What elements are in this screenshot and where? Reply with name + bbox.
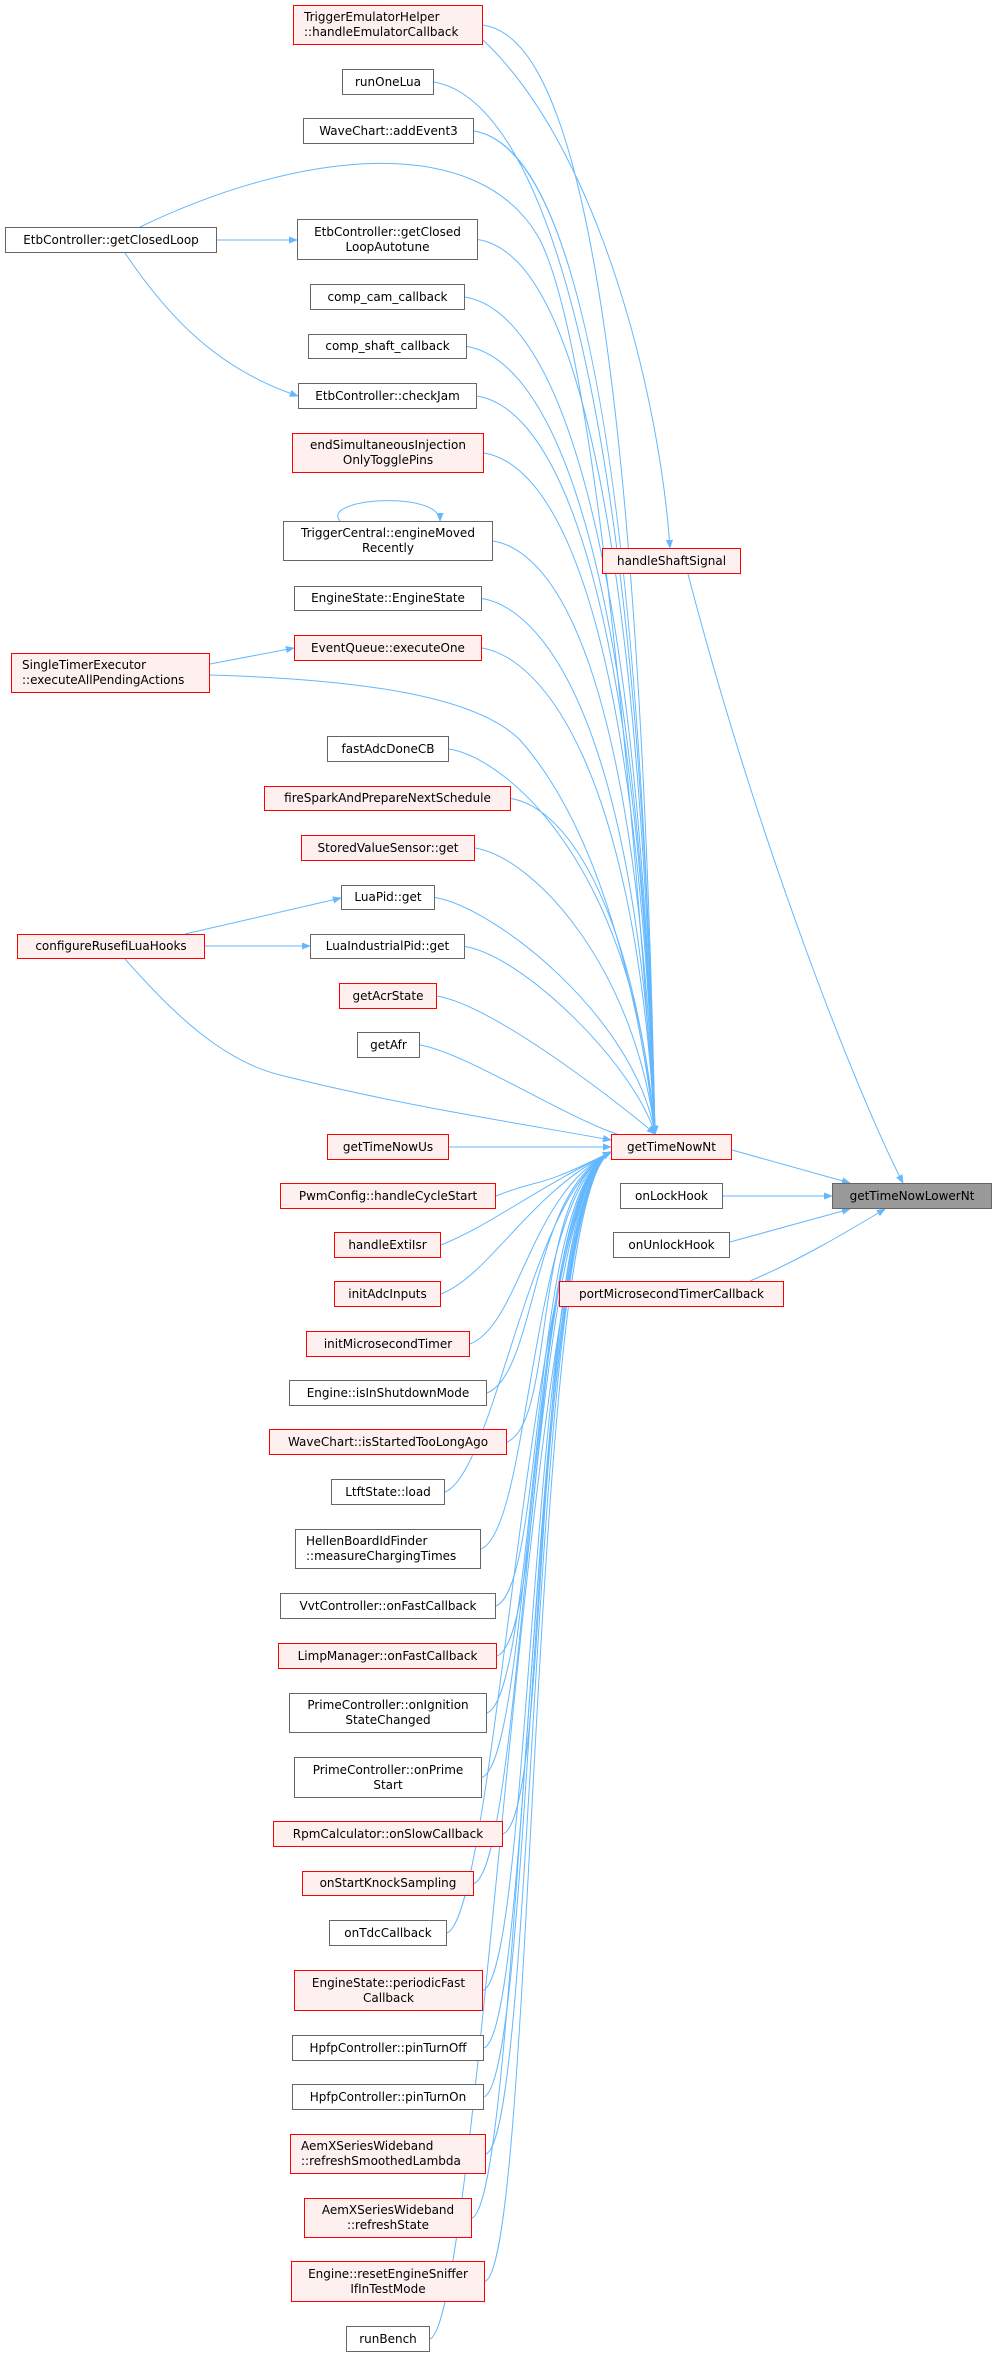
edge-n34-to-n21	[480, 1151, 612, 1550]
graph-node-fastadcdonecb[interactable]: fastAdcDoneCB	[327, 736, 449, 762]
graph-node-pwmconfig-handlecyclestart[interactable]: PwmConfig::handleCycleStart	[280, 1183, 496, 1209]
edge-n46-to-n21	[471, 1151, 612, 2219]
graph-node-etbcontroller-checkjam[interactable]: EtbController::checkJam	[298, 383, 477, 409]
graph-node-onunlockhook[interactable]: onUnlockHook	[613, 1232, 730, 1258]
edge-n2-to-n21	[473, 130, 659, 1135]
edge-n9-to-n9	[337, 500, 444, 522]
graph-node-portmicrosecondtimercallback[interactable]: portMicrosecondTimerCallback	[559, 1281, 784, 1307]
graph-node-primecontroller-onprime-start[interactable]: PrimeController::onPrime Start	[294, 1757, 482, 1798]
edge-n10-to-n21	[481, 598, 659, 1135]
graph-node-firesparkandpreparenextschedule[interactable]: fireSparkAndPrepareNextSchedule	[264, 786, 511, 811]
graph-node-wavechart-isstartedtoolongago[interactable]: WaveChart::isStartedTooLongAgo	[269, 1429, 507, 1455]
graph-node-initmicrosecondtimer[interactable]: initMicrosecondTimer	[306, 1331, 470, 1357]
graph-node-hellenboardidfinder-measurechargingtimes[interactable]: HellenBoardIdFinder ::measureChargingTim…	[295, 1529, 481, 1569]
edge-n3-to-n21	[139, 162, 659, 1135]
graph-node-luaindustrialpid-get[interactable]: LuaIndustrialPid::get	[310, 934, 465, 959]
edge-n6-to-n21	[466, 346, 659, 1135]
edge-n23-to-n21	[495, 1151, 612, 1197]
edge-n31-to-n21	[486, 1151, 612, 1394]
graph-node-limpmanager-onfastcallback[interactable]: LimpManager::onFastCallback	[278, 1643, 497, 1669]
edge-n12-to-n11	[209, 645, 295, 665]
graph-node-vvtcontroller-onfastcallback[interactable]: VvtController::onFastCallback	[280, 1593, 496, 1619]
graph-node-configurerusefiluahooks[interactable]: configureRusefiLuaHooks	[17, 934, 205, 959]
graph-node-handleshaftsignal[interactable]: handleShaftSignal	[602, 548, 741, 574]
edge-n30-to-n21	[469, 1151, 612, 1345]
edge-n17-to-n16	[184, 896, 342, 935]
graph-node-rpmcalculator-onslowcallback[interactable]: RpmCalculator::onSlowCallback	[273, 1821, 503, 1847]
edge-n28-to-n21	[440, 1151, 612, 1295]
edge-n11-to-n21	[481, 647, 659, 1135]
graph-node-triggercentral-enginemoved-recently[interactable]: TriggerCentral::engineMoved Recently	[283, 521, 493, 561]
edge-n21-to-n25	[731, 1149, 851, 1185]
graph-node-hpfpcontroller-pinturnoff[interactable]: HpfpController::pinTurnOff	[292, 2035, 484, 2061]
graph-node-onstartknocksampling[interactable]: onStartKnockSampling	[302, 1871, 474, 1896]
graph-node-comp-shaft-callback[interactable]: comp_shaft_callback	[308, 334, 467, 359]
edge-n1-to-n21	[433, 81, 659, 1135]
graph-node-gettimenownt[interactable]: getTimeNowNt	[611, 1134, 732, 1160]
graph-node-onlockhook[interactable]: onLockHook	[620, 1183, 723, 1209]
graph-node-etbcontroller-getclosed-loopautotune[interactable]: EtbController::getClosed LoopAutotune	[297, 219, 478, 260]
edge-n33-to-n21	[444, 1151, 612, 1493]
edge-n26-to-n21	[440, 1151, 612, 1246]
graph-node-aemxserieswideband-refreshsmoothedlambda[interactable]: AemXSeriesWideband ::refreshSmoothedLamb…	[290, 2134, 486, 2174]
graph-node-ontdccallback[interactable]: onTdcCallback	[329, 1920, 447, 1946]
graph-node-enginestate-enginestate[interactable]: EngineState::EngineState	[294, 586, 482, 611]
graph-node-initadcinputs[interactable]: initAdcInputs	[334, 1281, 441, 1307]
edge-n7-to-n21	[476, 395, 659, 1135]
edge-n49-to-n25	[687, 573, 904, 1184]
graph-node-wavechart-addevent3[interactable]: WaveChart::addEvent3	[303, 118, 474, 144]
graph-node-enginestate-periodicfast-callback[interactable]: EngineState::periodicFast Callback	[294, 1970, 483, 2011]
edge-n38-to-n21	[481, 1151, 612, 1778]
edge-n4-to-n21	[477, 239, 659, 1135]
edge-n36-to-n21	[496, 1151, 612, 1657]
edge-n3-to-n7	[124, 252, 299, 397]
graph-node-etbcontroller-getclosedloop[interactable]: EtbController::getClosedLoop	[5, 227, 217, 253]
graph-node-aemxserieswideband-refreshstate[interactable]: AemXSeriesWideband ::refreshState	[304, 2198, 472, 2238]
edge-n9-to-n21	[492, 540, 659, 1135]
edge-n16-to-n21	[434, 897, 658, 1135]
graph-node-handleextiisr[interactable]: handleExtiIsr	[334, 1232, 441, 1258]
graph-node-getafr[interactable]: getAfr	[357, 1032, 420, 1058]
edge-n39-to-n21	[502, 1151, 612, 1835]
graph-node-gettimenowus[interactable]: getTimeNowUs	[327, 1134, 449, 1160]
edge-n17-to-n21	[124, 958, 612, 1143]
graph-node-primecontroller-onignition-statechanged[interactable]: PrimeController::onIgnition StateChanged	[289, 1693, 487, 1733]
graph-node-hpfpcontroller-pinturnon[interactable]: HpfpController::pinTurnOn	[292, 2084, 484, 2110]
edge-n37-to-n21	[486, 1151, 612, 1714]
graph-node-luapid-get[interactable]: LuaPid::get	[341, 885, 435, 910]
graph-node-comp-cam-callback[interactable]: comp_cam_callback	[310, 284, 465, 310]
edge-n0-to-n49	[482, 39, 674, 549]
graph-node-triggeremulatorhelper-handleemulatorcallback[interactable]: TriggerEmulatorHelper ::handleEmulatorCa…	[293, 5, 483, 45]
graph-node-gettimenowlowernt[interactable]: getTimeNowLowerNt	[832, 1183, 992, 1209]
edge-n18-to-n21	[464, 946, 657, 1135]
graph-node-engine-isinshutdownmode[interactable]: Engine::isInShutdownMode	[289, 1380, 487, 1406]
edge-n19-to-n21	[436, 995, 656, 1135]
graph-node-endsimultaneousinjection-onlytogglepins[interactable]: endSimultaneousInjection OnlyTogglePins	[292, 433, 484, 473]
edge-n14-to-n21	[510, 798, 658, 1135]
graph-node-singletimerexecutor-executeallpendingactions[interactable]: SingleTimerExecutor ::executeAllPendingA…	[11, 653, 210, 693]
edge-n15-to-n21	[474, 847, 658, 1135]
edge-n12-to-n21	[209, 674, 658, 1135]
graph-node-getacrstate[interactable]: getAcrState	[339, 983, 437, 1009]
graph-node-ltftstate-load[interactable]: LtftState::load	[331, 1479, 445, 1505]
edge-n47-to-n21	[484, 1151, 612, 2282]
edge-n27-to-n25	[729, 1207, 851, 1243]
edge-n20-to-n21	[419, 1044, 656, 1143]
edge-n42-to-n21	[482, 1151, 612, 1991]
graph-node-engine-resetenginesniffer-ifintestmode[interactable]: Engine::resetEngineSniffer IfInTestMode	[291, 2261, 485, 2302]
edge-n0-to-n21	[482, 24, 659, 1135]
graph-node-runbench[interactable]: runBench	[346, 2326, 430, 2352]
edge-n5-to-n21	[464, 296, 659, 1135]
edge-n8-to-n21	[483, 452, 659, 1135]
edge-n29-to-n25	[749, 1208, 886, 1282]
graph-node-eventqueue-executeone[interactable]: EventQueue::executeOne	[294, 635, 482, 661]
graph-node-runonelua[interactable]: runOneLua	[342, 69, 434, 95]
graph-node-storedvaluesensor-get[interactable]: StoredValueSensor::get	[301, 835, 475, 861]
